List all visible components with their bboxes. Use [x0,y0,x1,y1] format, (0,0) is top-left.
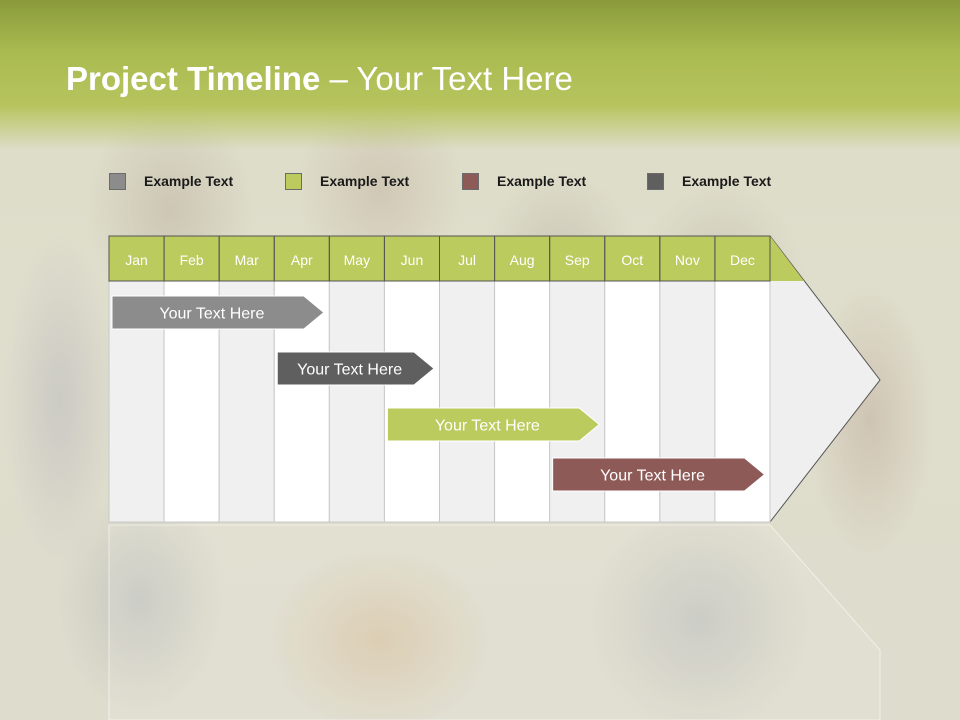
slide-title-rest: – Your Text Here [320,60,573,97]
timeline-header [109,236,804,281]
month-label-nov: Nov [675,252,700,268]
month-label-jul: Jul [458,252,476,268]
legend-label: Example Text [682,173,772,189]
task-bar-label: Your Text Here [159,306,264,323]
month-label-mar: Mar [235,252,259,268]
slide-title: Project Timeline – Your Text Here [66,60,573,98]
month-label-sep: Sep [565,252,590,268]
month-label-apr: Apr [291,252,313,268]
month-label-feb: Feb [180,252,204,268]
month-label-jan: Jan [125,252,148,268]
legend-swatch [462,172,479,190]
legend-item-4: Example Text [647,171,771,191]
month-column [328,280,385,523]
month-label-aug: Aug [510,252,535,268]
legend-label: Example Text [144,173,234,189]
task-bar-label: Your Text Here [435,418,540,435]
month-label-oct: Oct [621,252,643,268]
legend-item-3: Example Text [462,171,586,191]
month-column [383,280,440,523]
task-bar-label: Your Text Here [600,468,705,485]
task-bar [386,407,601,442]
legend-label: Example Text [320,173,410,189]
title-band [0,0,960,150]
legend-swatch [647,172,664,190]
task-bar [552,457,766,492]
slide-title-bold: Project Timeline [66,60,321,97]
legend-item-2: Example Text [285,171,409,191]
month-column [439,280,496,523]
task-bar [276,351,435,386]
legend-label: Example Text [497,173,587,189]
legend-swatch [109,172,126,190]
task-bar [111,295,325,330]
legend-swatch [285,172,302,190]
month-label-dec: Dec [730,252,755,268]
legend-item-1: Example Text [109,171,233,191]
task-bar-label: Your Text Here [297,362,402,379]
month-label-may: May [344,252,370,268]
timeline-reflection [108,524,881,720]
month-header-cell [714,235,771,282]
month-column [494,280,551,523]
month-label-jun: Jun [401,252,424,268]
